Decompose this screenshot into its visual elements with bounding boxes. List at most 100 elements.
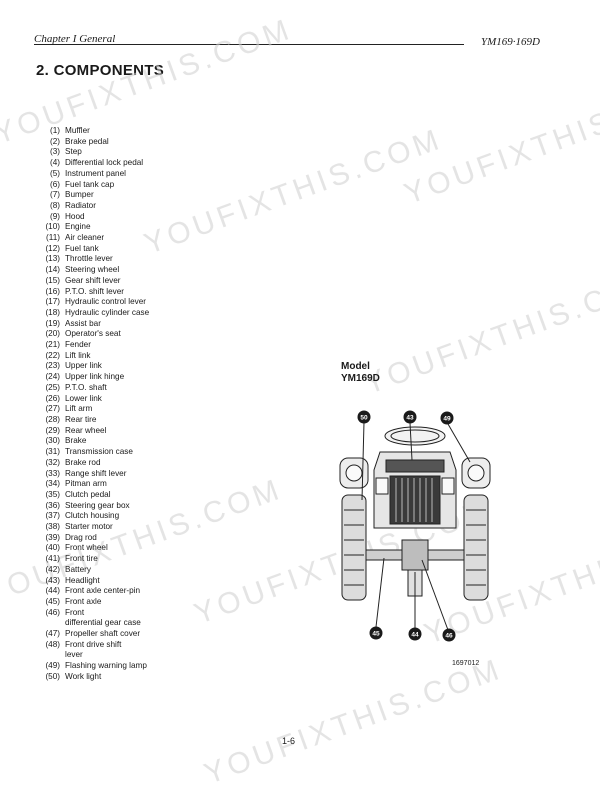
callouts: 50 43 49 45 44 46 (357, 410, 456, 642)
watermark: YOUFIXTHIS.COM (400, 72, 600, 212)
component-number: (35) (45, 489, 60, 499)
component-item: (49) Flashing warning lamp (36, 661, 149, 672)
component-number: (9) (49, 211, 60, 221)
component-number: (13) (45, 254, 60, 264)
component-item: (3) Step (36, 147, 149, 158)
component-label: Upper link hinge (65, 372, 125, 382)
model-caption: Model (341, 361, 370, 372)
component-number: (46) (45, 607, 60, 617)
component-item: (30)Brake (36, 436, 149, 447)
component-label: P.T.O. shift lever (65, 286, 125, 296)
component-item: (27)Lift arm (36, 404, 149, 415)
component-label: Front axle (65, 596, 102, 606)
component-item: (38) Starter motor (36, 522, 149, 533)
component-number: (15) (45, 275, 60, 285)
left-front-tire (341, 494, 367, 601)
component-item: (12)Fuel tank (36, 244, 149, 255)
component-label: P.T.O. shaft (65, 382, 107, 392)
component-number: (5) (49, 168, 60, 178)
component-item: (21)Fender (36, 340, 149, 351)
model-label: Model YM169D (341, 361, 380, 385)
component-label: Step (65, 147, 82, 157)
component-number: (28) (45, 414, 60, 424)
component-item: (18) Hydraulic cylinder case (36, 308, 149, 319)
component-label: Operator's seat (65, 329, 121, 339)
component-number: (50) (45, 671, 60, 681)
watermark: YOUFIXTHIS.COM (200, 652, 507, 792)
component-item: (5) Instrument panel (36, 169, 149, 180)
component-label: Fuel tank (65, 243, 99, 253)
component-item: (25) P.T.O. shaft (36, 383, 149, 394)
component-label: Front drive shift (65, 639, 122, 649)
model-header: YM169·169D (481, 36, 540, 48)
component-item: (50)Work light (36, 672, 149, 683)
component-number: (41) (45, 554, 60, 564)
component-number: (3) (49, 147, 60, 157)
callout-46-label: 46 (445, 633, 453, 640)
component-item: (34)Pitman arm (36, 479, 149, 490)
callout-45 (369, 626, 383, 640)
component-number: (27) (45, 404, 60, 414)
component-number: (34) (45, 479, 60, 489)
callout-46 (442, 628, 456, 642)
component-item: (20)Operator's seat (36, 329, 149, 340)
component-label: Fender (65, 340, 91, 350)
component-label: Upper link (65, 361, 102, 371)
component-item: (28) Rear tire (36, 415, 149, 426)
callout-50-label: 50 (360, 415, 368, 422)
page-number: 1-6 (282, 736, 296, 746)
component-label: Headlight (65, 575, 100, 585)
component-number: (38) (45, 522, 60, 532)
component-item-continuation: differential gear case (65, 618, 141, 628)
component-label: Steering gear box (65, 500, 130, 510)
component-item: (37) Clutch housing (36, 511, 149, 522)
component-number: (43) (45, 575, 60, 585)
callout-43 (403, 410, 417, 424)
component-label: Muffler (65, 126, 90, 135)
component-item: (4)Differential lock pedal (36, 158, 149, 169)
component-item: (17)Hydraulic control lever (36, 297, 149, 308)
section-title: 2. COMPONENTS (36, 62, 165, 79)
component-number: (40) (45, 543, 60, 553)
component-item: (48)Front drive shift (36, 640, 149, 651)
component-label: Rear wheel (65, 425, 107, 435)
component-number: (49) (45, 661, 60, 671)
component-item: (46)Front (36, 608, 149, 619)
component-number: (2) (49, 136, 60, 146)
component-label: Starter motor (65, 522, 113, 532)
header-rule (34, 44, 464, 45)
component-item-continuation: lever (65, 650, 83, 660)
component-number: (36) (45, 500, 60, 510)
component-item: (24)Upper link hinge (36, 372, 149, 383)
component-label: Hydraulic cylinder case (65, 307, 150, 317)
component-item: (2)Brake pedal (36, 137, 149, 148)
chapter-header: Chapter I General (34, 33, 116, 45)
component-item: (32)Brake rod (36, 458, 149, 469)
component-label: Lift link (65, 350, 91, 360)
component-item: (35)Clutch pedal (36, 490, 149, 501)
component-label: Clutch housing (65, 511, 120, 521)
component-number: (18) (45, 307, 60, 317)
component-number: (10) (45, 222, 60, 232)
callout-44-label: 44 (411, 632, 419, 639)
component-label: Assist bar (65, 318, 101, 328)
component-label: Rear tire (65, 414, 97, 424)
component-label: Flashing warning lamp (65, 661, 147, 671)
component-number: (25) (45, 382, 60, 392)
component-label: Hydraulic control lever (65, 297, 146, 307)
component-label: Instrument panel (65, 168, 126, 178)
component-item: (39)Drag rod (36, 533, 149, 544)
component-number: (37) (45, 511, 60, 521)
component-label: Gear shift lever (65, 275, 121, 285)
component-number: (23) (45, 361, 60, 371)
component-item: (47)Propeller shaft cover (36, 629, 149, 640)
component-number: (29) (45, 425, 60, 435)
callout-43-label: 43 (406, 415, 414, 422)
component-number: (8) (49, 200, 60, 210)
component-number: (1) (49, 126, 60, 135)
component-item: (23) Upper link (36, 361, 149, 372)
component-label: Fuel tank cap (65, 179, 115, 189)
component-item: (40)Front wheel (36, 543, 149, 554)
component-item: (7)Bumper (36, 190, 149, 201)
component-item: (15) Gear shift lever (36, 276, 149, 287)
